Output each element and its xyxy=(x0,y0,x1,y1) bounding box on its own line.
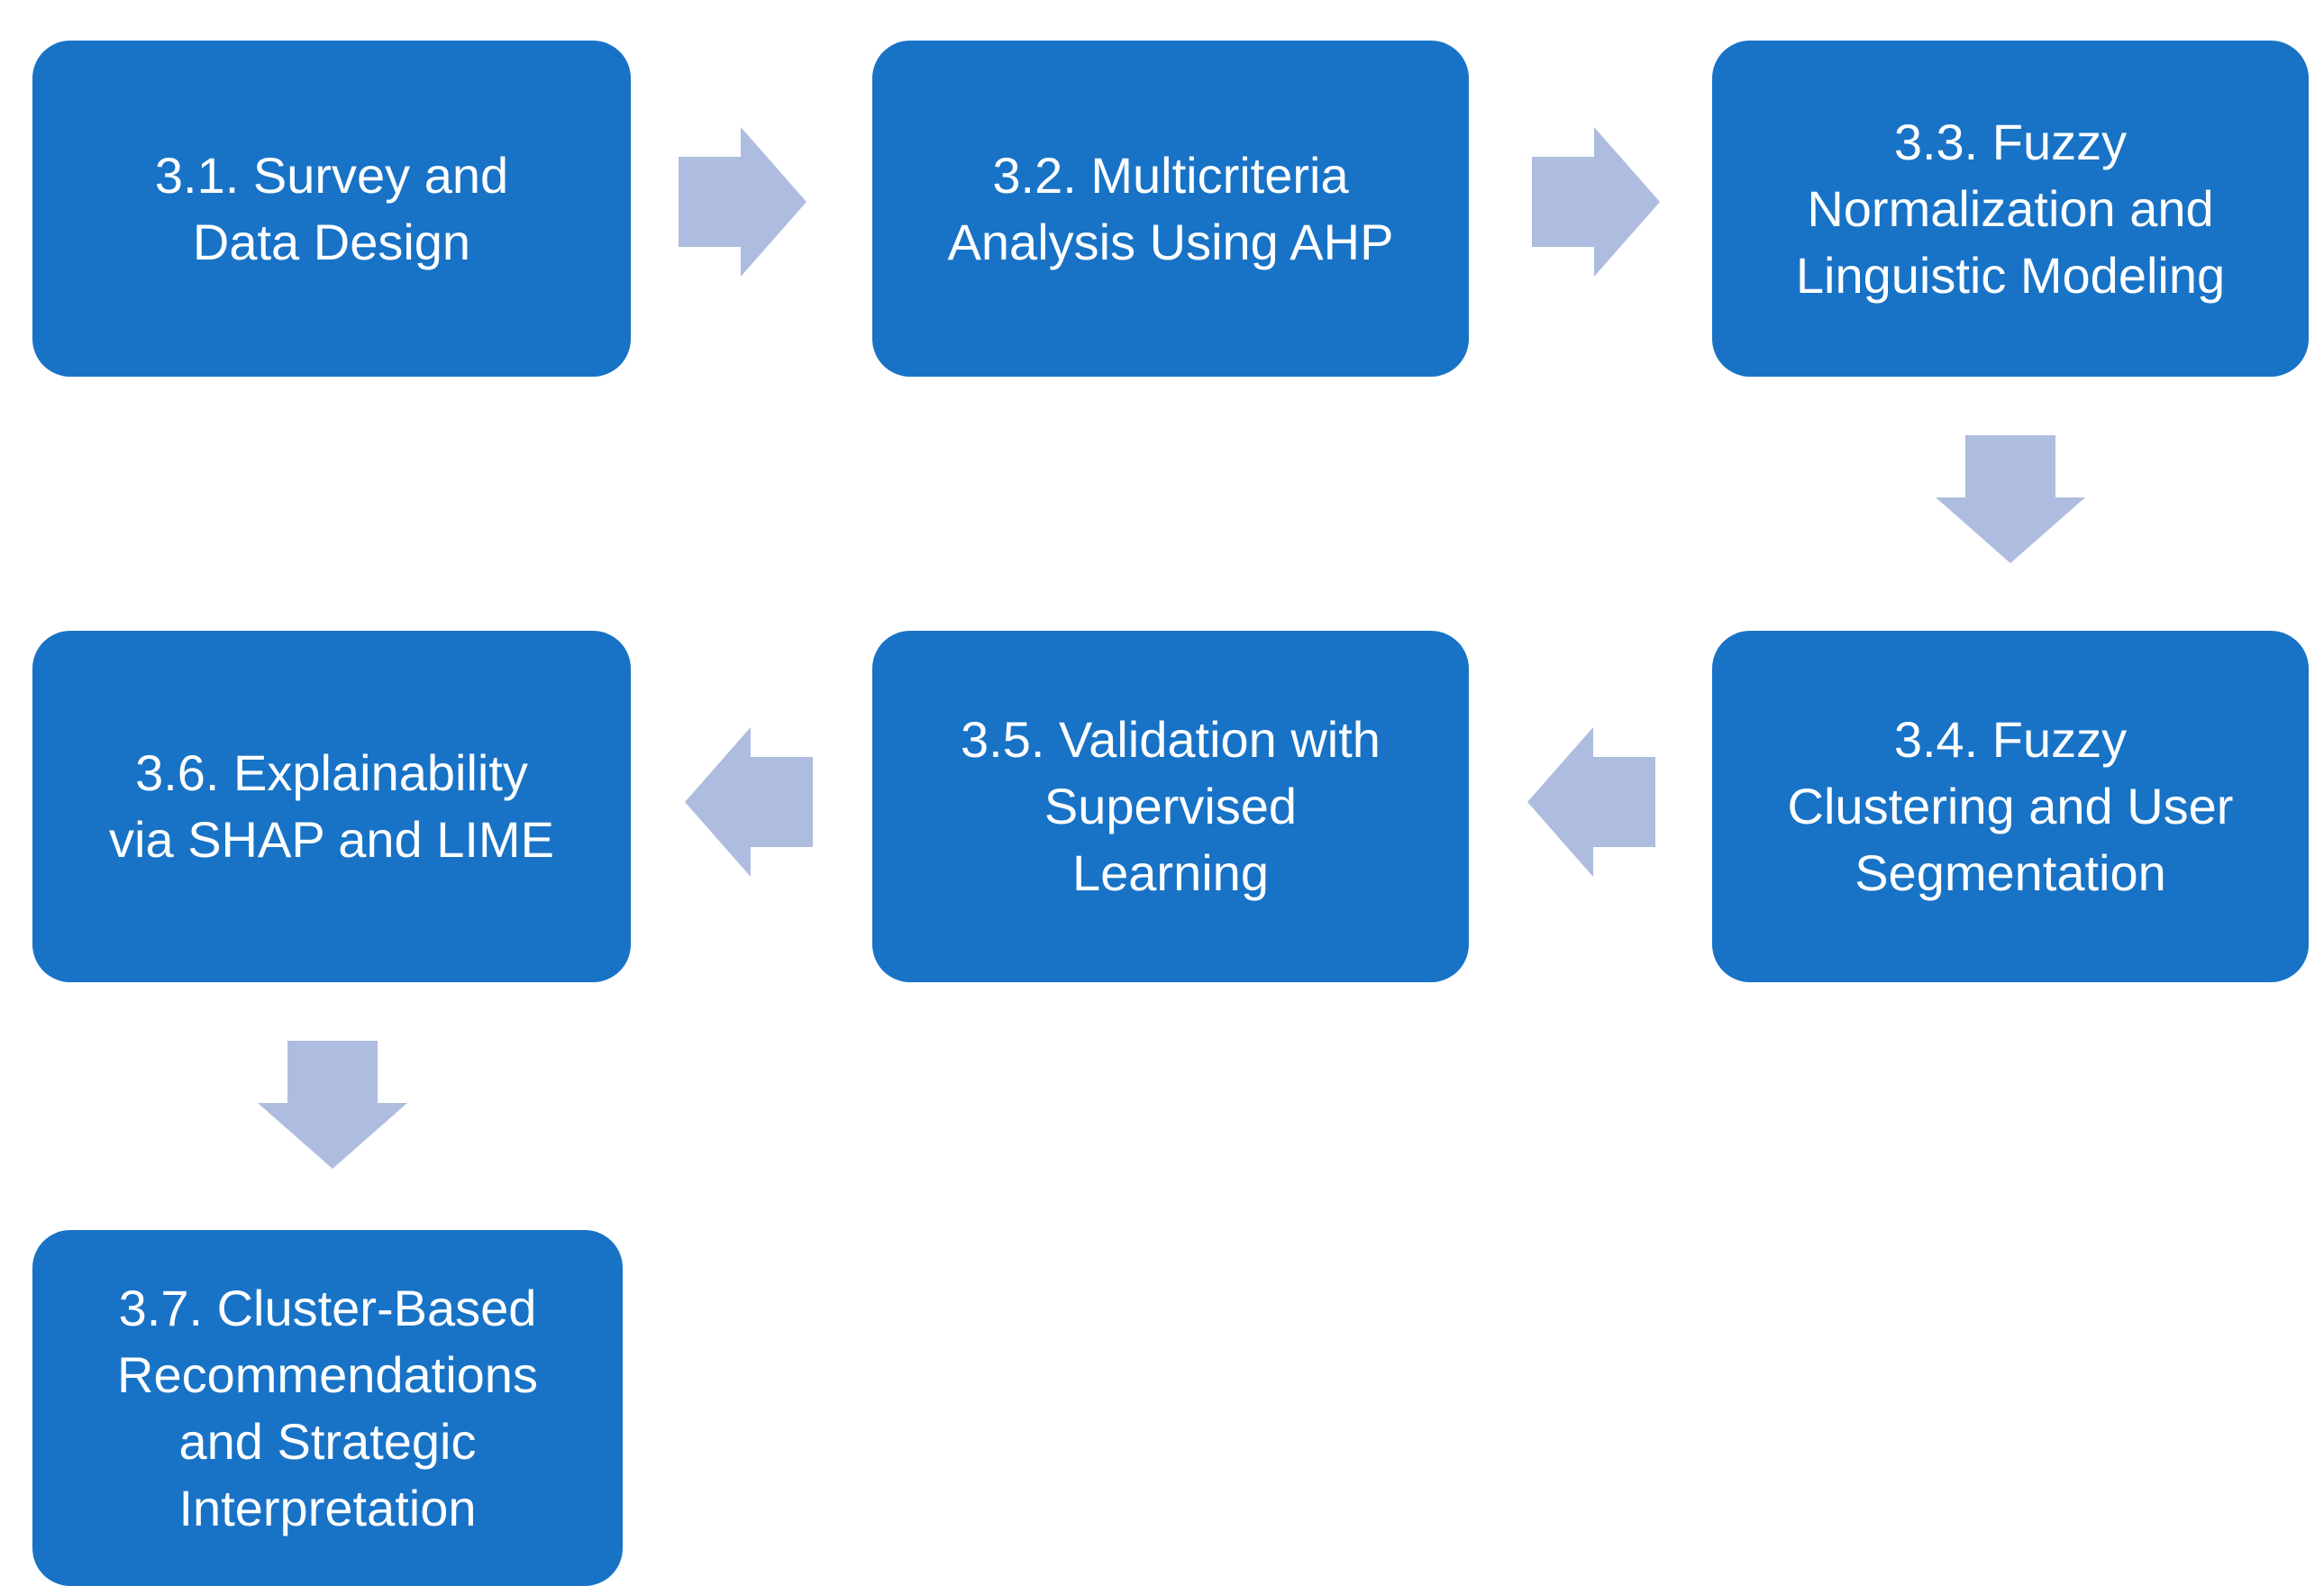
right-arrow-3-1-to-3-2 xyxy=(679,127,807,277)
left-arrow-3-4-to-3-5 xyxy=(1527,727,1655,877)
left-arrow-3-5-to-3-6 xyxy=(685,727,813,877)
right-arrow-3-2-to-3-3 xyxy=(1532,127,1660,277)
step-label-3-2: 3.2. Multicriteria Analysis Using AHP xyxy=(947,146,1394,270)
step-label-3-6: 3.6. Explainability via SHAP and LIME xyxy=(109,744,554,868)
down-arrow-3-6-to-3-7 xyxy=(258,1041,407,1169)
step-box-3-7: 3.7. Cluster-Based Recommendations and S… xyxy=(32,1230,623,1586)
step-label-3-5: 3.5. Validation with Supervised Learning xyxy=(961,711,1381,901)
step-box-3-2: 3.2. Multicriteria Analysis Using AHP xyxy=(872,41,1469,377)
step-box-3-6: 3.6. Explainability via SHAP and LIME xyxy=(32,631,631,982)
step-label-3-1: 3.1. Survey and Data Design xyxy=(154,146,509,270)
step-box-3-4: 3.4. Fuzzy Clustering and User Segmentat… xyxy=(1712,631,2309,982)
step-label-3-4: 3.4. Fuzzy Clustering and User Segmentat… xyxy=(1787,711,2234,901)
step-box-3-3: 3.3. Fuzzy Normalization and Linguistic … xyxy=(1712,41,2309,377)
step-label-3-3: 3.3. Fuzzy Normalization and Linguistic … xyxy=(1795,113,2226,304)
down-arrow-3-3-to-3-4 xyxy=(1936,435,2085,563)
step-box-3-1: 3.1. Survey and Data Design xyxy=(32,41,631,377)
step-label-3-7: 3.7. Cluster-Based Recommendations and S… xyxy=(117,1279,538,1536)
step-box-3-5: 3.5. Validation with Supervised Learning xyxy=(872,631,1469,982)
